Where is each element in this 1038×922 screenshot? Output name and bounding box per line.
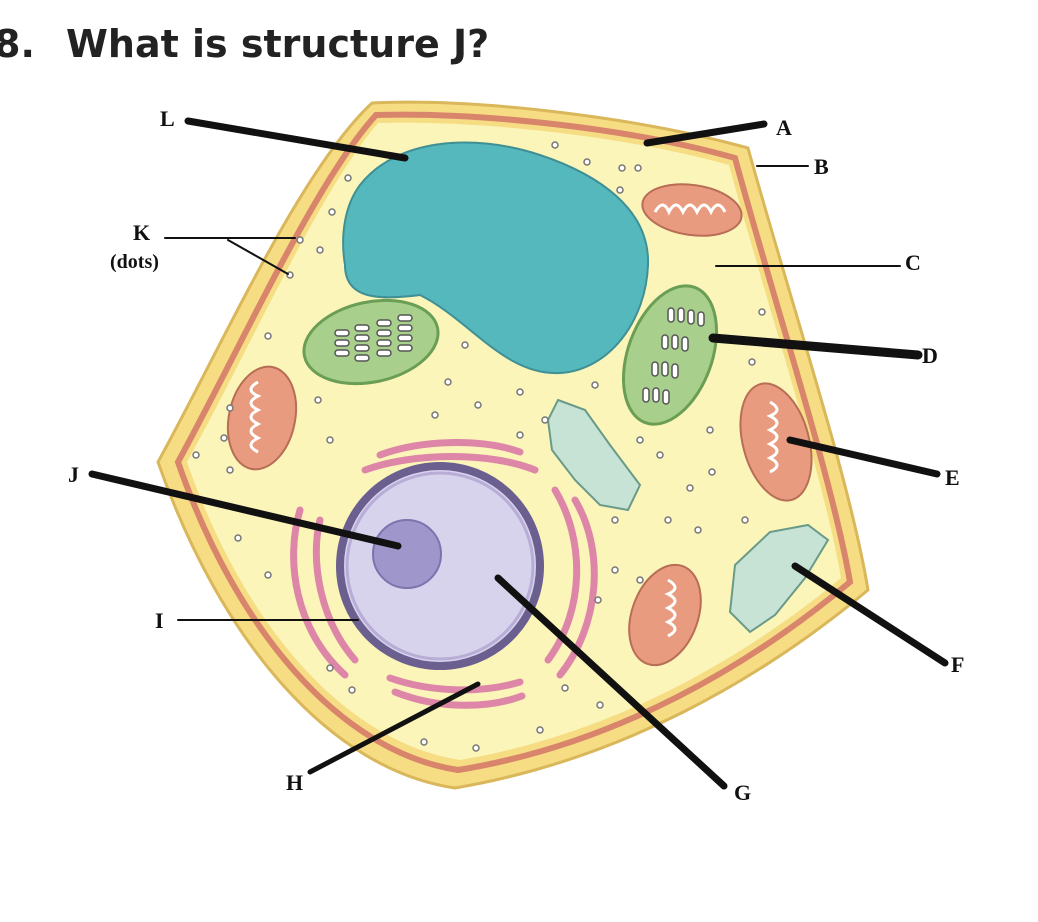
question-text: 8. What is structure J? bbox=[0, 22, 489, 66]
label-I: I bbox=[155, 608, 164, 633]
nucleolus bbox=[372, 519, 442, 589]
nuclear-envelope-inner bbox=[345, 471, 535, 661]
leader-line-G bbox=[494, 574, 728, 790]
mitochondrion-bottom bbox=[628, 563, 702, 667]
label-K: K bbox=[133, 220, 150, 245]
label-C: C bbox=[905, 250, 921, 275]
leader-lines bbox=[88, 117, 949, 790]
label-G: G bbox=[734, 780, 751, 805]
label-K-note: (dots) bbox=[110, 251, 159, 273]
mitochondrion-top-right bbox=[641, 183, 743, 237]
chloroplast-right bbox=[621, 284, 719, 426]
cell-membrane bbox=[174, 111, 854, 774]
leader-line-D bbox=[708, 333, 923, 360]
leader-line-F bbox=[791, 562, 949, 667]
leader-line-J bbox=[88, 470, 402, 550]
leader-line-H bbox=[307, 681, 481, 775]
leader-line-K-branch bbox=[227, 239, 289, 275]
question-prompt: What is structure J? bbox=[66, 22, 490, 66]
label-F: F bbox=[951, 652, 964, 677]
chloroplast-left bbox=[302, 298, 440, 386]
mitochondrion-right bbox=[739, 382, 813, 502]
crystal-center bbox=[546, 398, 642, 512]
label-B: B bbox=[814, 154, 829, 179]
label-J: J bbox=[68, 462, 79, 487]
nucleus bbox=[336, 462, 544, 670]
label-L: L bbox=[160, 106, 175, 131]
endoplasmic-reticulum bbox=[290, 439, 598, 709]
cytoplasm-dots bbox=[192, 141, 766, 752]
crystal-right bbox=[728, 523, 830, 634]
question-number: 8. bbox=[0, 22, 35, 66]
label-H: H bbox=[286, 770, 303, 795]
label-A: A bbox=[776, 115, 792, 140]
central-vacuole bbox=[342, 141, 650, 375]
label-D: D bbox=[922, 343, 938, 368]
leader-line-A bbox=[643, 120, 768, 147]
leader-line-L bbox=[184, 117, 409, 162]
label-E: E bbox=[945, 465, 960, 490]
leader-line-E bbox=[786, 436, 941, 478]
